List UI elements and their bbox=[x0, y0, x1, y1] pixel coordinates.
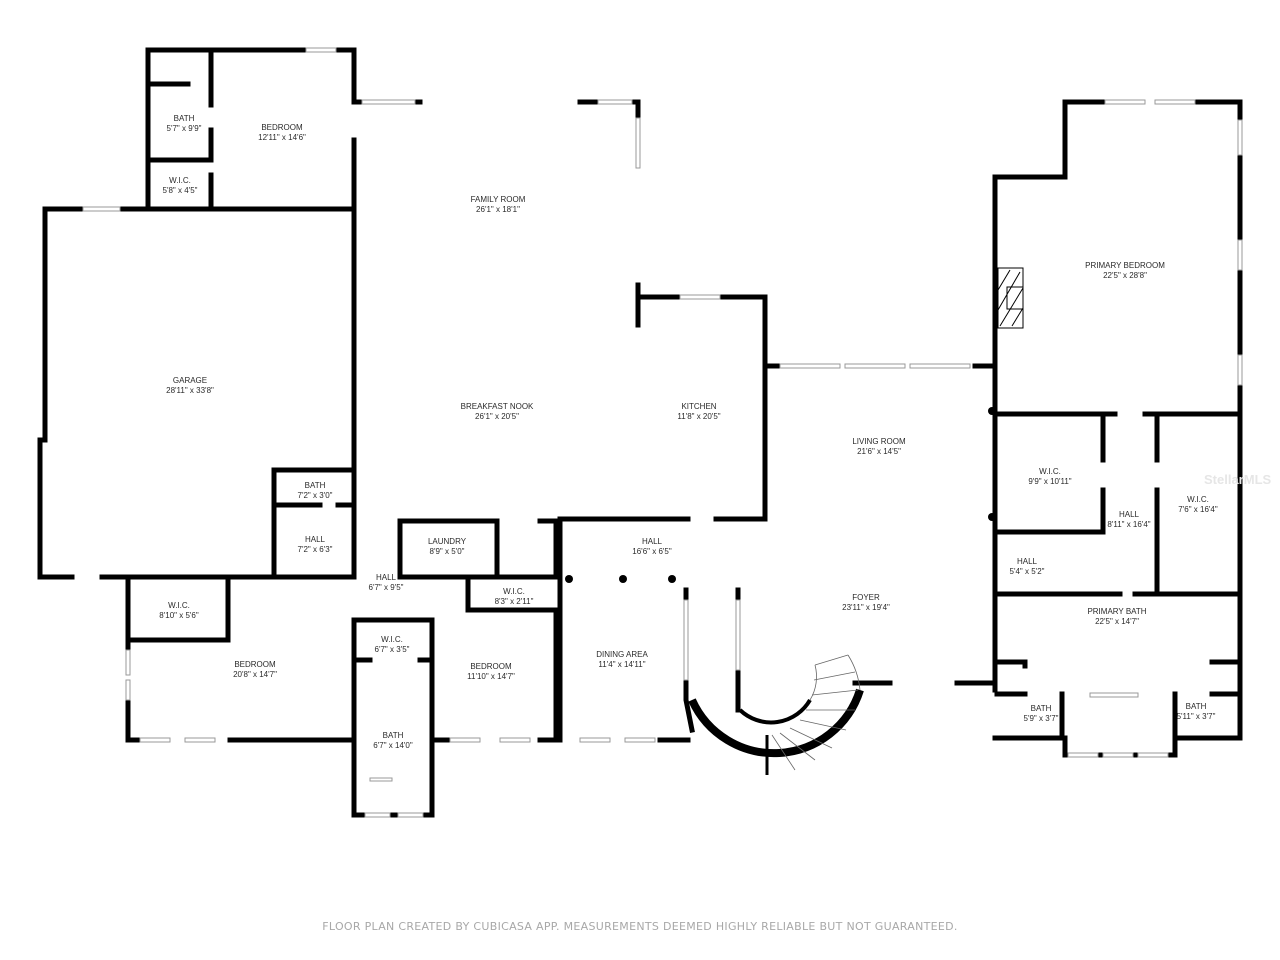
spiral-staircase bbox=[688, 654, 864, 775]
room-label-wic: W.I.C.8'10" x 5'6" bbox=[159, 601, 199, 620]
room-label-wic: W.I.C.9'9" x 10'11" bbox=[1028, 467, 1072, 486]
room-label-wic: W.I.C.8'3" x 2'11" bbox=[494, 587, 534, 606]
watermark: StellarMLS bbox=[1204, 472, 1272, 487]
windows bbox=[82, 47, 1243, 818]
columns bbox=[565, 407, 996, 583]
fireplace bbox=[997, 267, 1024, 329]
room-label-wic: W.I.C.6'7" x 3'5" bbox=[374, 635, 410, 654]
room-label-wic: W.I.C.7'6" x 16'4" bbox=[1178, 495, 1218, 514]
walls bbox=[37, 47, 1243, 818]
room-label-wic: W.I.C.5'8" x 4'5" bbox=[162, 176, 198, 195]
footer-disclaimer: FLOOR PLAN CREATED BY CUBICASA APP. MEAS… bbox=[322, 920, 958, 933]
